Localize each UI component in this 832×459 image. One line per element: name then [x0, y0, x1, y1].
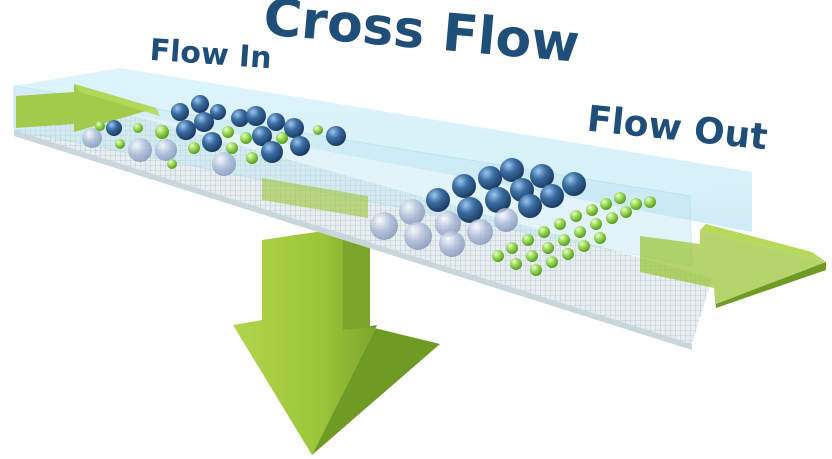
mid-flow-arrow — [262, 178, 368, 218]
inlet-particles — [82, 95, 346, 176]
flow-in-label: Flow In — [149, 33, 273, 76]
permeating-particles — [492, 192, 656, 276]
inlet-arrow — [16, 84, 160, 132]
diagram-title: Cross Flow — [261, 0, 582, 75]
retained-particles — [370, 158, 586, 257]
permeate-arrow — [233, 228, 440, 455]
outlet-arrow — [640, 224, 826, 308]
membrane — [14, 112, 712, 350]
